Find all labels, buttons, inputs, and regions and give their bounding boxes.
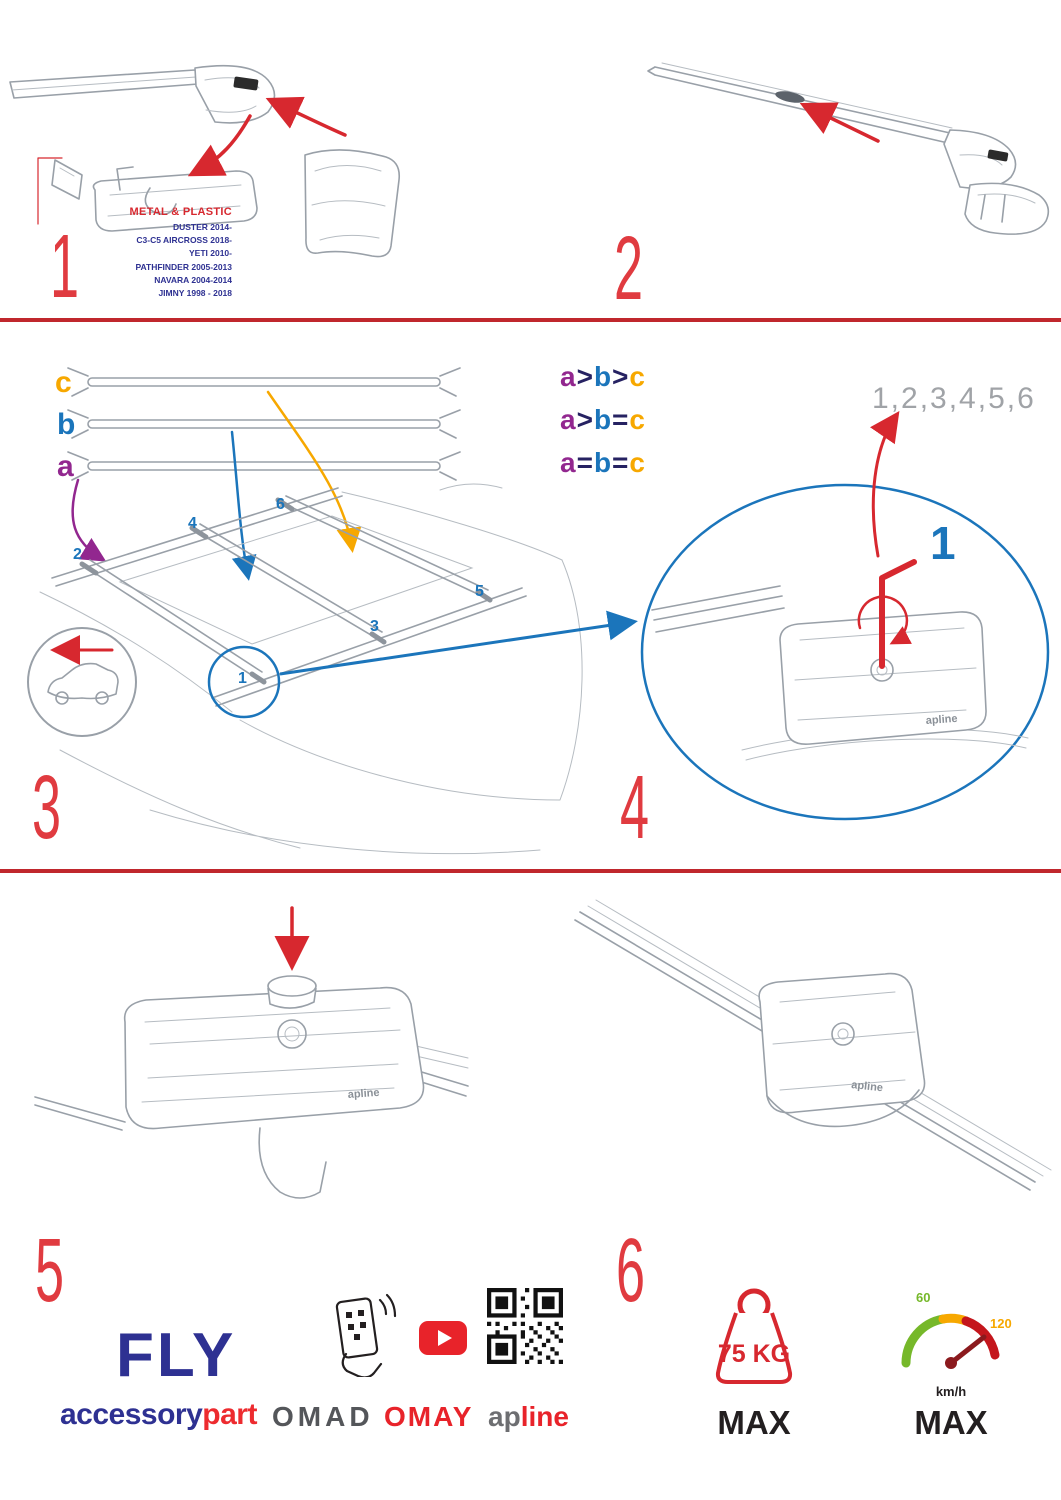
end-foot-drawing	[943, 129, 1050, 235]
clamp-brand-text: apline	[347, 1087, 380, 1101]
model-list: DUSTER 2014- C3-C5 AIRCROSS 2018- YETI 2…	[60, 221, 232, 300]
clamp-mechanism-drawing	[51, 159, 258, 232]
step5-drawing: apline	[34, 906, 469, 1199]
models-leader-line	[37, 157, 63, 225]
section-divider-bottom	[0, 869, 1061, 873]
model-item: YETI 2010-	[189, 248, 232, 259]
cover-piece-drawing	[304, 149, 401, 258]
clamp-knob-drawing: apline	[34, 975, 469, 1199]
sequence-arrow	[870, 411, 900, 558]
bar-label-c: c	[55, 366, 72, 399]
max-weight-icon	[715, 1288, 793, 1384]
step-3-number: 3	[32, 758, 61, 858]
bar-c-position-curve	[266, 390, 362, 553]
clip-direction-arrow	[187, 114, 252, 177]
speedometer-needle	[948, 1334, 987, 1366]
step-4-number: 4	[620, 758, 649, 858]
position-number-3: 3	[370, 618, 379, 635]
length-formula-2: a>b=c	[560, 404, 646, 435]
magnify-callout-arrow	[279, 610, 638, 676]
crossbar-end-drawing	[9, 64, 276, 124]
bar-label-a: a	[57, 450, 74, 483]
step4-drawing: apline	[640, 411, 1050, 821]
clamp-brand-text: apline	[925, 713, 958, 727]
clamp-closeup-drawing: apline	[651, 585, 1029, 761]
tighten-rotation-arrow	[857, 595, 912, 645]
step-5-number: 5	[35, 1221, 64, 1321]
max-speed-label: MAX	[914, 1404, 988, 1441]
max-weight-value: 75 KG	[717, 1340, 791, 1368]
model-item: NAVARA 2004-2014	[154, 274, 232, 285]
model-item: DUSTER 2014-	[172, 222, 232, 232]
brand-fly: FLY	[116, 1321, 237, 1390]
locking-knob	[267, 975, 317, 997]
model-item: C3-C5 AIRCROSS 2018-	[136, 235, 232, 246]
position-1-callout-circle	[207, 645, 281, 719]
position-number-1: 1	[238, 670, 247, 687]
bar-channel-slot	[775, 91, 805, 103]
crossbar-drawing	[647, 62, 953, 144]
model-item: JIMNY 1998 - 2018	[158, 287, 232, 298]
material-label: METAL & PLASTIC	[129, 206, 232, 218]
allen-key	[879, 559, 917, 669]
length-formula-3: a=b=c	[560, 447, 646, 478]
step6-drawing: apline	[574, 899, 1052, 1191]
step2-drawing	[647, 62, 1050, 235]
brand-omay: OMAY	[384, 1401, 474, 1432]
step-1-number: 1	[50, 217, 79, 317]
step-6-number: 6	[616, 1221, 645, 1321]
strip-insert-arrow	[799, 102, 880, 143]
bar-a-position-curve	[71, 478, 107, 562]
bar-endcap-logo	[233, 76, 259, 91]
section-divider-top	[0, 318, 1061, 322]
step3-drawing	[27, 367, 638, 855]
car-roof-drawing	[39, 483, 583, 855]
brand-accessorypart: accessorypart	[60, 1398, 257, 1431]
bar-b-position-curve	[230, 430, 257, 581]
length-formula-1: a>b>c	[560, 361, 646, 392]
model-item: PATHFINDER 2005-2013	[135, 261, 232, 272]
speed-unit-label: km/h	[935, 1384, 967, 1399]
brand-omad: OMAD	[272, 1401, 374, 1432]
insert-direction-arrow	[265, 96, 347, 137]
clamp-brand-text: apline	[851, 1079, 884, 1094]
step-2-number: 2	[614, 219, 643, 319]
youtube-icon	[419, 1321, 467, 1355]
crossbar-b-drawing	[67, 409, 461, 439]
first-position-number: 1	[930, 517, 956, 569]
installed-clamp-drawing: apline	[574, 899, 1052, 1191]
bar-label-b: b	[57, 408, 76, 441]
max-weight-label: MAX	[717, 1404, 791, 1441]
position-number-6: 6	[276, 496, 285, 513]
bar-endcap-logo	[987, 149, 1009, 162]
position-number-2: 2	[73, 546, 82, 563]
phone-qr-scan-icon	[335, 1293, 397, 1377]
position-number-5: 5	[475, 583, 484, 600]
car-direction-indicator	[27, 627, 137, 737]
speed-low-label: 60	[916, 1290, 931, 1305]
speed-high-label: 120	[990, 1316, 1012, 1331]
brand-apline: apline	[488, 1401, 569, 1432]
qr-code	[487, 1288, 563, 1364]
tightening-sequence: 1,2,3,4,5,6	[872, 382, 1036, 415]
crossbar-a-drawing	[67, 451, 461, 481]
crossbar-c-drawing	[67, 367, 461, 397]
max-speed-icon	[901, 1313, 1000, 1369]
position-number-4: 4	[188, 515, 197, 532]
step1-drawing	[9, 64, 401, 258]
